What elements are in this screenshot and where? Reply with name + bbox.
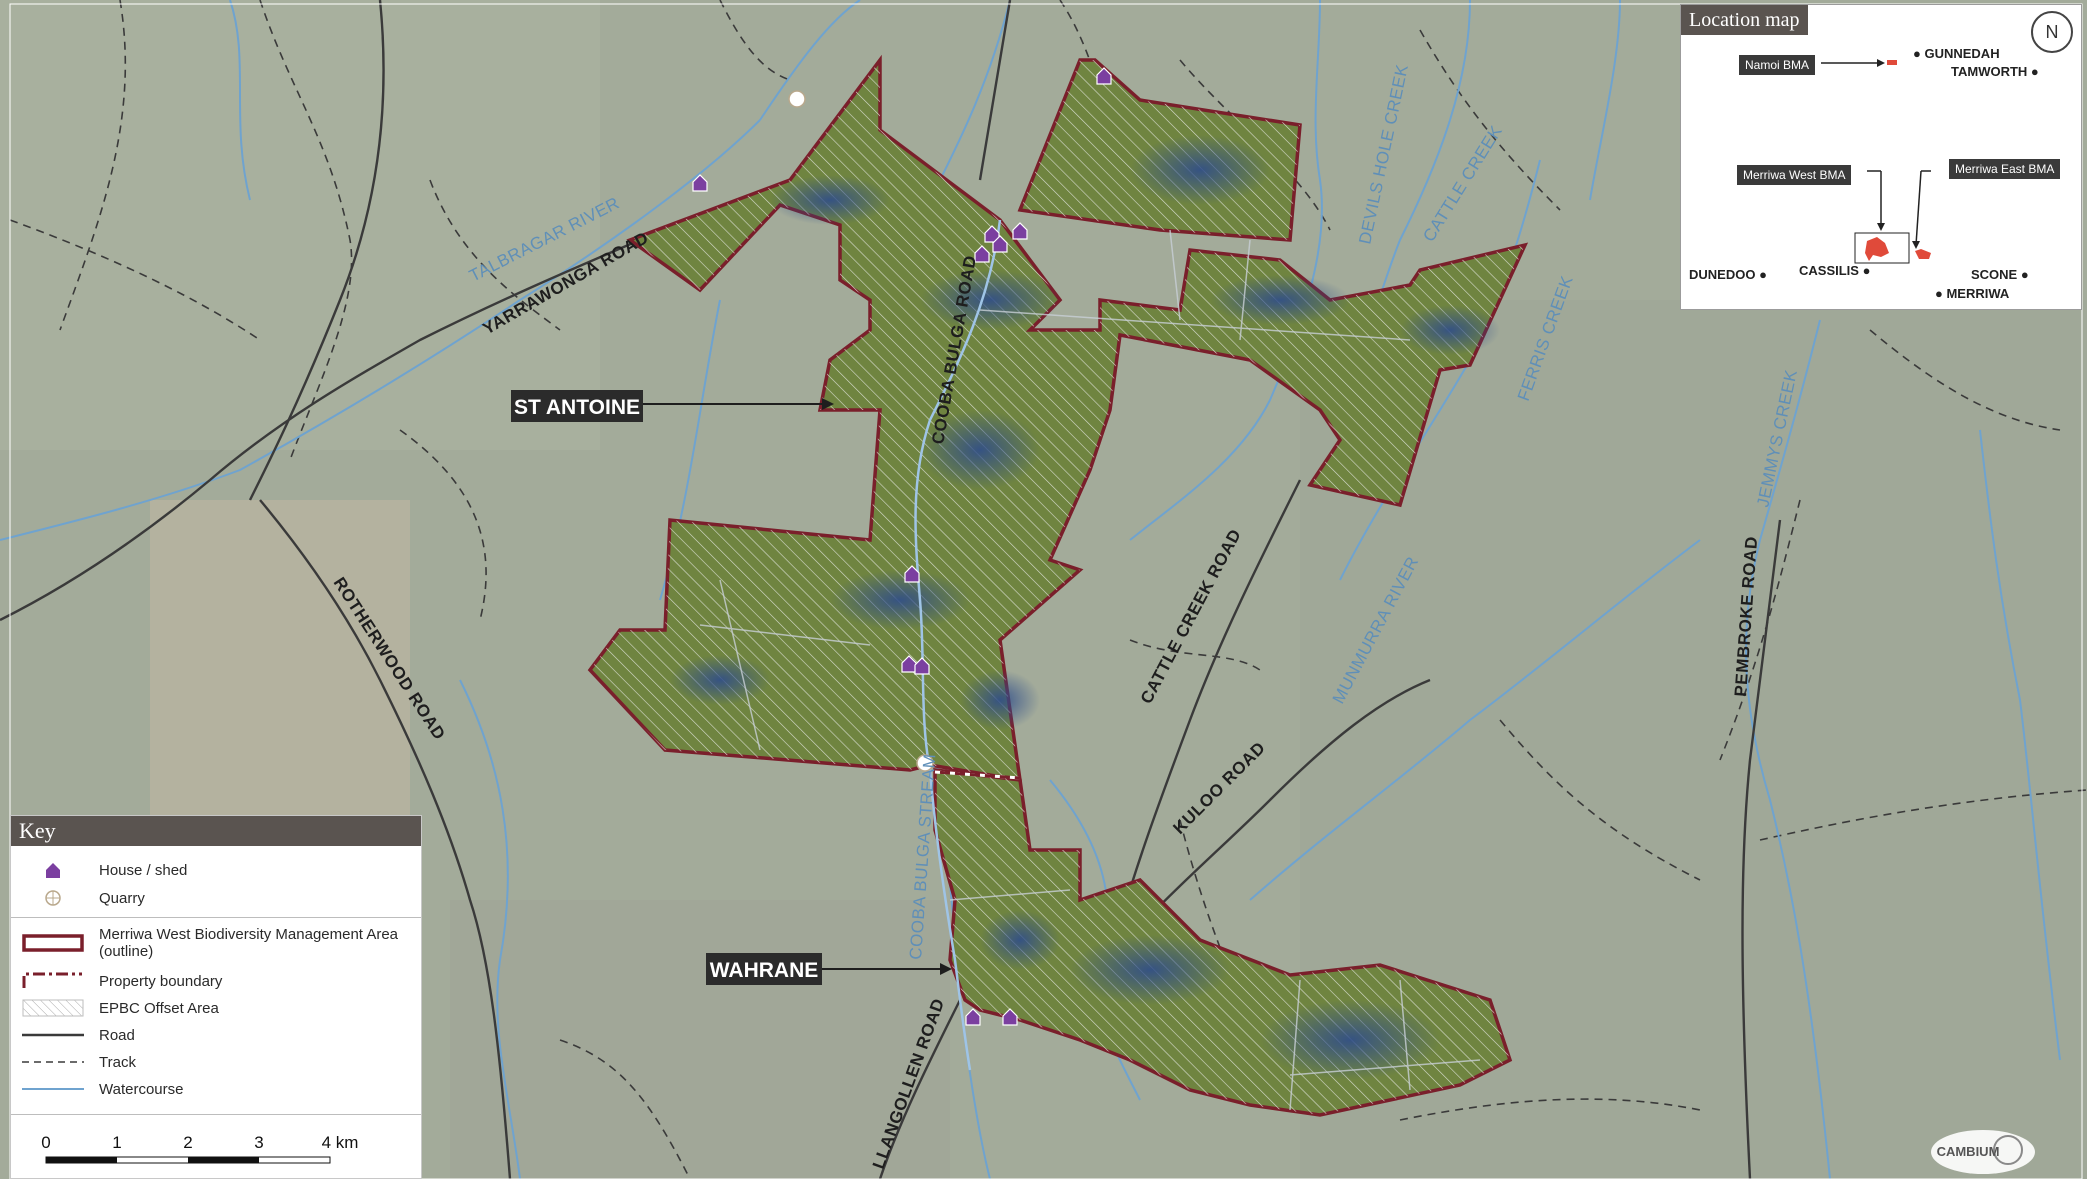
logo-text: CAMBIUM — [1937, 1144, 2000, 1159]
key-label: Track — [99, 1053, 136, 1071]
quarry-icon — [788, 90, 806, 108]
quarry-icon — [19, 888, 87, 908]
map-key: Key House / shed Quarry Merriwa West Bio… — [10, 815, 422, 1179]
key-item-watercourse: Watercourse — [19, 1079, 183, 1099]
quarries — [788, 90, 934, 772]
key-item-road: Road — [19, 1025, 135, 1045]
internal-fences — [699, 229, 1481, 1111]
key-label: Quarry — [99, 889, 145, 907]
house-icon — [904, 565, 920, 583]
house-icon — [992, 235, 1008, 253]
key-item-property-boundary: Property boundary — [19, 971, 222, 991]
callout-wahrane: WAHRANE — [706, 953, 952, 985]
tag-merriwa-west-bma: Merriwa West BMA — [1737, 165, 1852, 185]
house-icon — [965, 1008, 981, 1026]
ne-block-bma[interactable] — [1017, 58, 1302, 242]
key-label: EPBC Offset Area — [99, 999, 219, 1017]
town-gunnedah: ● GUNNEDAH — [1913, 46, 2000, 61]
houses — [692, 67, 1112, 1026]
scale-tick: 3 — [254, 1133, 263, 1152]
key-title: Key — [11, 816, 421, 846]
key-label: House / shed — [99, 861, 188, 879]
north-arrow-icon: N — [2031, 11, 2073, 53]
hatch-swatch — [19, 998, 87, 1018]
cambium-logo: CAMBIUM — [1928, 1128, 2038, 1176]
town-cassilis: CASSILIS ● — [1799, 263, 1871, 278]
key-item-epbc: EPBC Offset Area — [19, 998, 219, 1018]
farmland-patch — [150, 500, 410, 830]
house-icon — [974, 245, 990, 263]
tag-merriwa-east-bma: Merriwa East BMA — [1949, 159, 2061, 179]
town-tamworth: TAMWORTH ● — [1951, 64, 2039, 79]
house-icon — [1096, 67, 1112, 85]
bma-outline-swatch — [19, 933, 87, 953]
key-item-bma-outline: Merriwa West Biodiversity Management Are… — [19, 926, 417, 960]
property-boundary-swatch — [19, 971, 87, 991]
location-map-title: Location map — [1681, 5, 1808, 35]
road-swatch — [19, 1025, 87, 1045]
house-icon — [19, 860, 87, 880]
house-icon — [1012, 222, 1028, 240]
key-label: Merriwa West Biodiversity Management Are… — [99, 926, 399, 960]
terrain-patch — [0, 0, 600, 450]
tag-namoi-bma: Namoi BMA — [1739, 55, 1816, 75]
key-label: Road — [99, 1026, 135, 1044]
scale-bar: 0 1 2 3 4 km — [40, 1130, 380, 1179]
wahrane-bma[interactable] — [933, 768, 1513, 1117]
town-dunedoo: DUNEDOO ● — [1689, 267, 1767, 282]
scale-tick: 4 km — [322, 1133, 359, 1152]
key-label: Watercourse — [99, 1080, 184, 1098]
town-scone: SCONE ● — [1971, 267, 2029, 282]
callout-st-antoine-label: ST ANTOINE — [514, 396, 640, 419]
location-map: Location map N Namoi BMA Merriwa West BM… — [1680, 4, 2082, 310]
water-swatch — [19, 1079, 87, 1099]
callout-st-antoine: ST ANTOINE — [511, 390, 834, 422]
property-boundary-line — [934, 770, 1021, 780]
house-icon — [914, 657, 930, 675]
quarry-icon — [916, 754, 934, 772]
north-label: N — [2045, 21, 2059, 42]
key-item-quarry: Quarry — [19, 888, 145, 908]
town-merriwa: ● MERRIWA — [1935, 286, 2010, 301]
key-item-house: House / shed — [19, 860, 187, 880]
tracks — [9, 0, 2087, 1179]
house-icon — [692, 174, 708, 192]
scale-tick: 1 — [112, 1133, 121, 1152]
key-item-track: Track — [19, 1052, 136, 1072]
key-label: Property boundary — [99, 972, 223, 990]
house-icon — [1002, 1008, 1018, 1026]
scale-tick: 0 — [41, 1133, 50, 1152]
terrain-patch — [450, 900, 950, 1179]
callout-wahrane-label: WAHRANE — [710, 959, 819, 982]
track-swatch — [19, 1052, 87, 1072]
scale-tick: 2 — [183, 1133, 192, 1152]
